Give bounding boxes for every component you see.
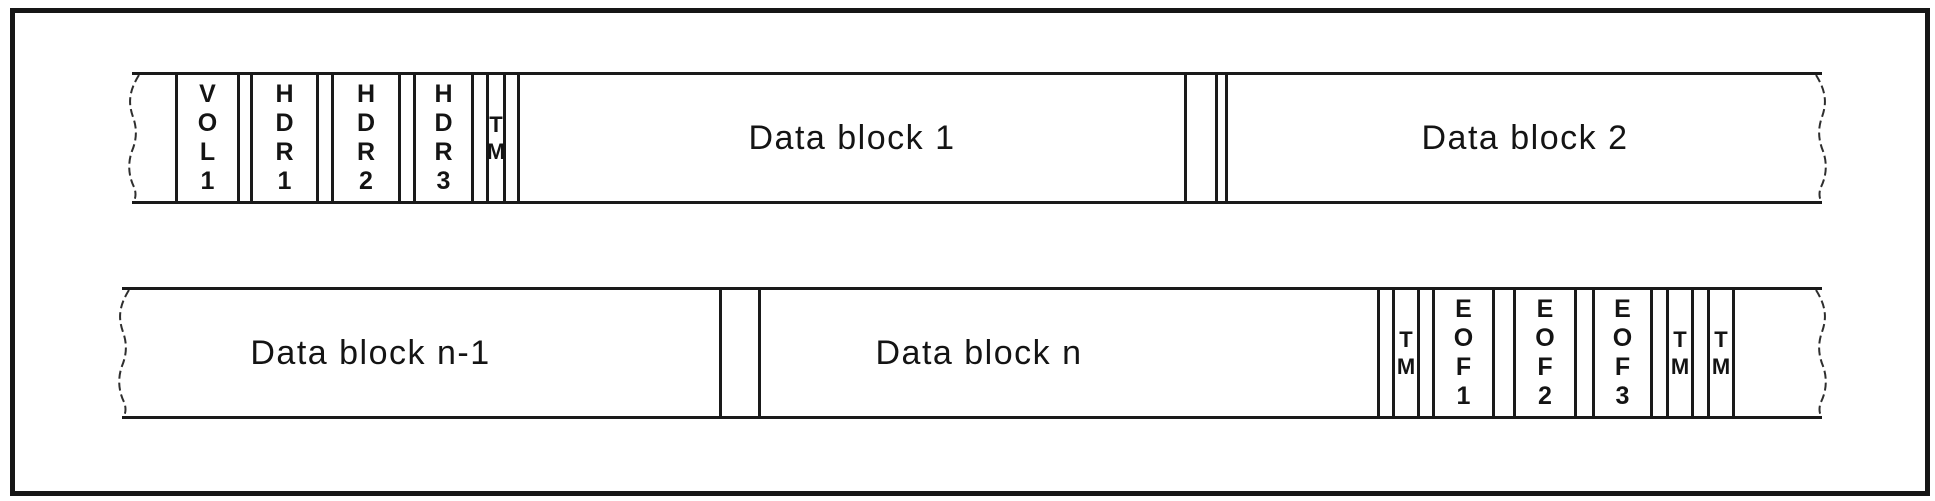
gap xyxy=(1694,290,1707,416)
gap xyxy=(1420,290,1432,416)
data-block-n-1-cell: Data block n-1 xyxy=(122,290,722,416)
eof3-label-cell: E O F 3 xyxy=(1592,290,1653,416)
tape-mark-label: T M xyxy=(486,112,506,164)
eof2-label: E O F 2 xyxy=(1535,295,1555,410)
data-block-2-label: Data block 2 xyxy=(1421,118,1629,157)
inter-block-gap xyxy=(1187,75,1215,201)
vol1-label-cell: V O L 1 xyxy=(175,75,240,201)
hdr2-label: H D R 2 xyxy=(356,80,376,195)
data-block-1-label: Data block 1 xyxy=(748,118,956,157)
tape-mark-cell: T M xyxy=(1392,290,1420,416)
tape-strip-top: V O L 1 H D R 1 H D R 2 H D R 3 T M Data… xyxy=(128,72,1827,204)
tape-trailer-blank xyxy=(1735,290,1822,416)
gap xyxy=(506,75,517,201)
diagram-border xyxy=(10,8,1930,496)
eof1-label: E O F 1 xyxy=(1453,295,1474,410)
hdr1-label: H D R 1 xyxy=(275,80,294,195)
eof3-label: E O F 3 xyxy=(1612,295,1633,410)
data-block-n-1-label: Data block n-1 xyxy=(250,333,491,372)
data-block-1-cell: Data block 1 xyxy=(517,75,1187,201)
gap xyxy=(474,75,486,201)
data-block-n-cell: Data block n xyxy=(758,290,1380,416)
inter-block-gap xyxy=(722,290,758,416)
eof1-label-cell: E O F 1 xyxy=(1432,290,1495,416)
tape-mark-label: T M xyxy=(1396,327,1416,379)
tape-mark-cell: T M xyxy=(486,75,506,201)
eof2-label-cell: E O F 2 xyxy=(1513,290,1577,416)
tape-mark-cell: T M xyxy=(1666,290,1694,416)
gap xyxy=(240,75,250,201)
gap xyxy=(1495,290,1513,416)
tape-mark-cell: T M xyxy=(1707,290,1735,416)
gap xyxy=(401,75,413,201)
gap xyxy=(1653,290,1666,416)
data-block-2-cell: Data block 2 xyxy=(1228,75,1822,201)
tape-leader-blank xyxy=(132,75,175,201)
block-divider-cell xyxy=(1215,75,1228,201)
gap xyxy=(1577,290,1592,416)
hdr3-label-cell: H D R 3 xyxy=(413,75,474,201)
hdr2-label-cell: H D R 2 xyxy=(331,75,401,201)
tape-mark-label: T M xyxy=(1670,327,1690,379)
vol1-label: V O L 1 xyxy=(197,80,218,195)
gap xyxy=(1380,290,1392,416)
gap xyxy=(319,75,331,201)
hdr1-label-cell: H D R 1 xyxy=(250,75,319,201)
hdr3-label: H D R 3 xyxy=(434,80,453,195)
data-block-n-label: Data block n xyxy=(875,333,1083,372)
tape-mark-label: T M xyxy=(1711,327,1731,379)
tape-strip-bottom: Data block n-1 Data block n T M E O F 1 … xyxy=(118,287,1827,419)
